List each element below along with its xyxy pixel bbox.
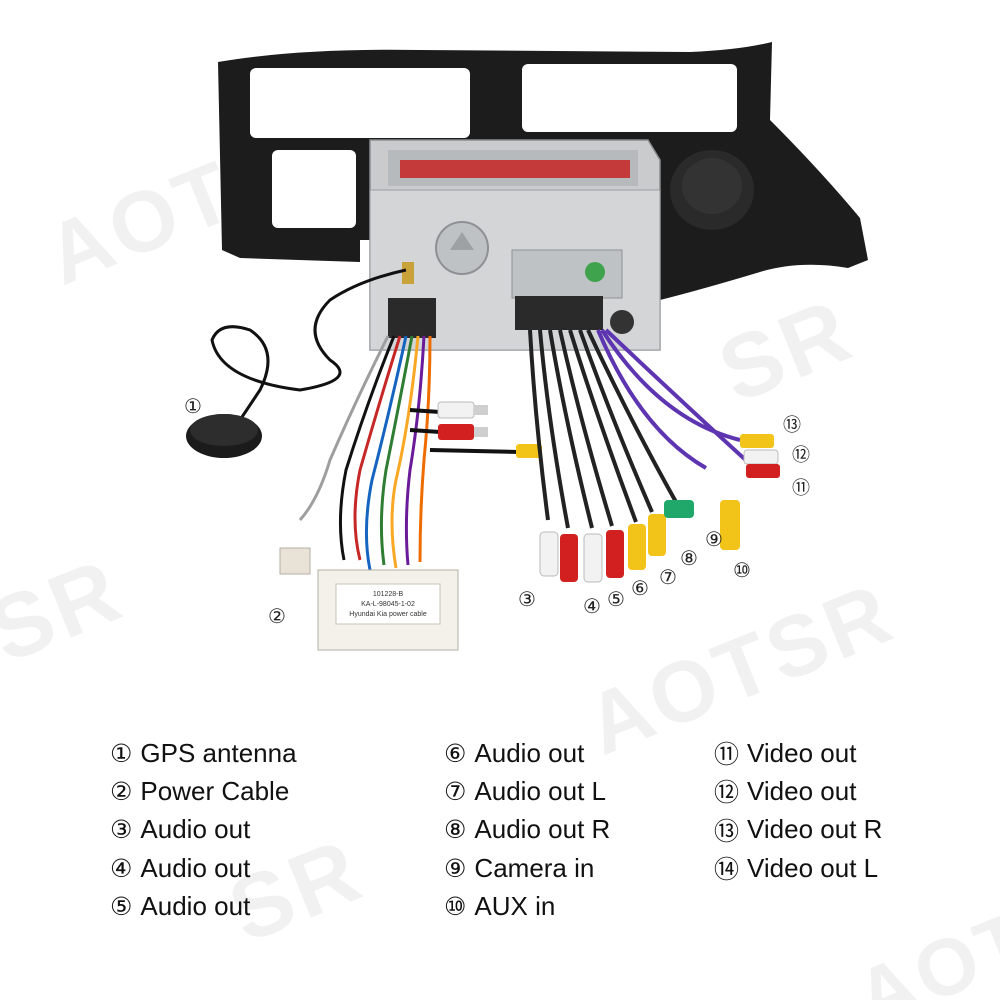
callout-1: ①	[184, 394, 202, 418]
callout-6: ⑥	[631, 576, 649, 600]
legend-number: ④	[110, 853, 133, 883]
legend-number: ①	[110, 738, 133, 768]
legend-number: ②	[110, 776, 133, 806]
callout-12: ⑫	[792, 445, 810, 466]
legend-label: Audio out	[474, 737, 585, 768]
camera-jack	[610, 310, 634, 334]
callout-10: ⑩	[733, 558, 751, 582]
legend-number: ⑦	[444, 776, 467, 806]
connector-label-3: Hyundai Kia power cable	[349, 611, 427, 618]
legend-label: AUX in	[474, 890, 556, 921]
legend-number: ⑧	[444, 815, 467, 845]
legend-number: ③	[110, 815, 133, 845]
rca-plugs	[539, 434, 780, 583]
head-unit-illustration: 101228-B KA-L-98045-1-02 Hyundai Kia pow…	[186, 42, 868, 651]
left-harness-plug	[388, 298, 436, 338]
callout-2: ②	[268, 604, 286, 628]
legend-number: ⑨	[444, 853, 467, 883]
right-harness-plug	[515, 296, 603, 330]
legend-label: Video out	[747, 775, 857, 806]
legend-label: Camera in	[474, 852, 595, 883]
legend-number: ⑤	[110, 891, 133, 921]
legend-label: Audio out	[140, 890, 251, 921]
legend-number: ⑩	[444, 891, 467, 921]
callout-8: ⑧	[680, 546, 698, 570]
gps-antenna	[186, 268, 407, 458]
callout-7: ⑦	[659, 565, 677, 589]
legend-label: Video out R	[747, 814, 883, 845]
legend-label: Audio out L	[474, 775, 606, 806]
legend-number: ⑬	[714, 816, 740, 846]
legend-label: Audio out R	[474, 814, 611, 845]
legend-label: Video out L	[747, 852, 879, 883]
callout-4: ④	[583, 594, 601, 618]
legend-label: Audio out	[140, 814, 251, 845]
callout-5: ⑤	[607, 587, 625, 611]
power-connector	[279, 547, 459, 651]
callout-3: ③	[518, 587, 536, 611]
legend-number: ⑥	[444, 738, 467, 768]
legend-number: ⑫	[714, 778, 740, 808]
legend-label: Video out	[747, 737, 857, 768]
legend-label: Audio out	[140, 852, 251, 883]
harness-rca-pair	[409, 401, 542, 458]
legend-number: ⑪	[714, 740, 740, 770]
power-harness	[298, 335, 432, 571]
callout-9: ⑨	[705, 527, 723, 551]
callout-11: ⑪	[792, 478, 810, 499]
legend-label: GPS antenna	[140, 737, 297, 768]
rca-cable-bundle	[528, 328, 752, 529]
gps-socket	[402, 262, 414, 284]
connector-label-1: 101228-B	[373, 591, 404, 598]
callout-13: ⑬	[783, 415, 801, 436]
legend-number: ⑭	[714, 855, 740, 885]
legend-label: Power Cable	[140, 775, 290, 806]
connector-label-2: KA-L-98045-1-02	[361, 601, 415, 608]
